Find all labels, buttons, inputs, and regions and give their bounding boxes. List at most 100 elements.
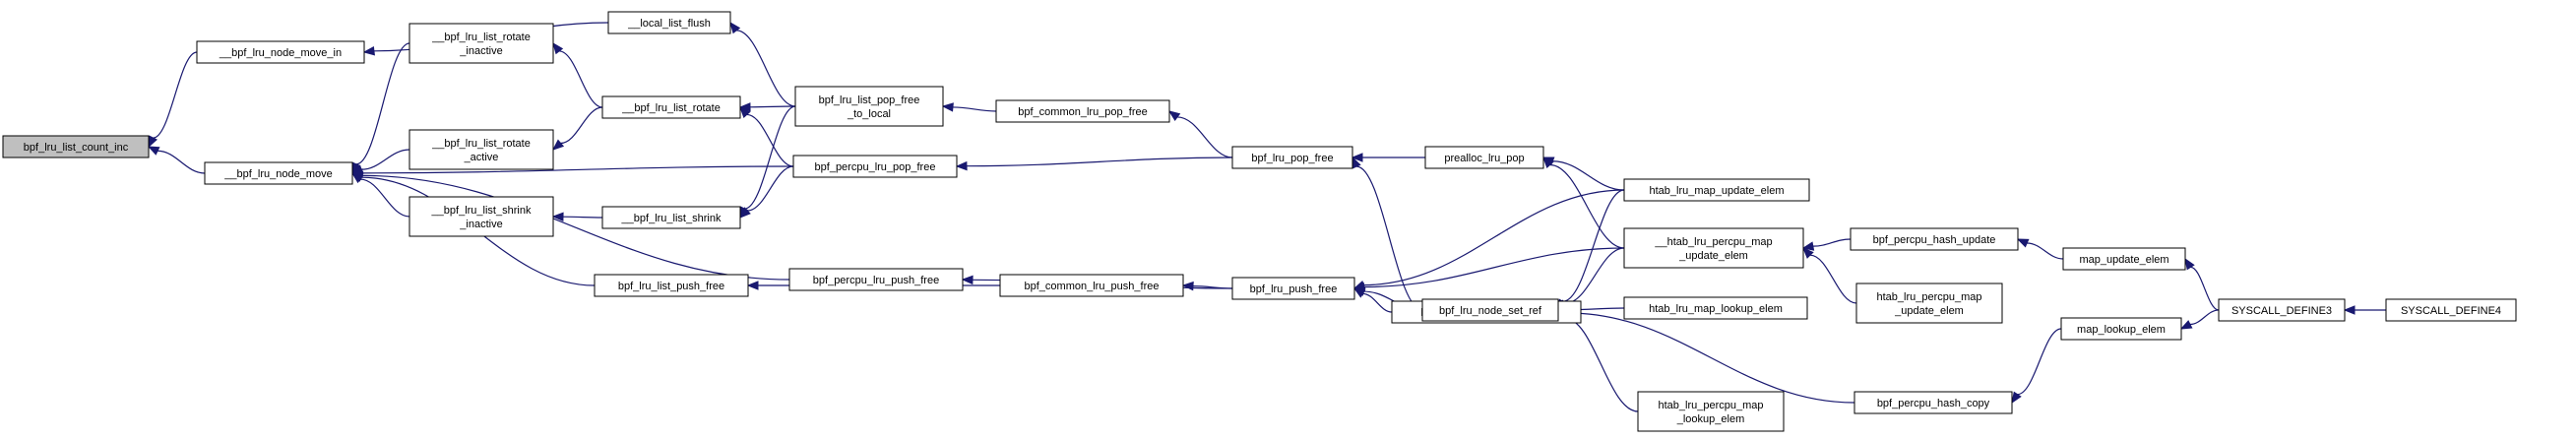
node-box (408, 23, 554, 64)
node-label: bpf_lru_push_free (1250, 283, 1338, 295)
node-rot-inactive[interactable]: __bpf_lru_list_rotate_inactive (408, 23, 554, 64)
node-label: bpf_lru_list_count_inc (24, 142, 129, 154)
node-common-push-free[interactable]: bpf_common_lru_push_free (999, 274, 1184, 297)
node-percpu-push-free[interactable]: bpf_percpu_lru_push_free (788, 268, 964, 291)
node-box (607, 11, 731, 34)
node-box (1231, 277, 1355, 300)
edge-line (747, 165, 794, 212)
node-pop-free-local[interactable]: bpf_lru_list_pop_free_to_local (794, 86, 944, 127)
node-common-pop-free[interactable]: bpf_common_lru_pop_free (995, 99, 1170, 123)
edge-line (2190, 266, 2220, 311)
node-local-flush[interactable]: __local_list_flush (607, 11, 731, 34)
edge-line (1356, 165, 1423, 311)
arrowhead (2016, 238, 2030, 248)
node-label: bpf_common_lru_pop_free (1018, 106, 1147, 118)
node-list-push-free[interactable]: bpf_lru_list_push_free (594, 274, 749, 297)
edge-line (153, 51, 198, 139)
node-label: __local_list_flush (627, 18, 711, 30)
node-box (1637, 391, 1785, 432)
node-rot-active[interactable]: __bpf_lru_list_rotate_active (408, 129, 554, 170)
arrowhead (955, 160, 968, 171)
node-move-in[interactable]: __bpf_lru_node_move_in (196, 40, 365, 64)
node-label: __bpf_lru_node_move_in (219, 47, 342, 59)
edge-percpu_pop_free-to-node_move (350, 165, 794, 178)
node-box (1623, 296, 1808, 320)
edge-list_rotate-to-rot_inactive (552, 41, 603, 108)
edge-line (746, 113, 794, 167)
node-node-move[interactable]: __bpf_lru_node_move (204, 161, 353, 185)
edge-hash_update-to-percpu_update_u (1801, 238, 1852, 251)
node-percpu-pop-free[interactable]: bpf_percpu_lru_pop_free (792, 155, 958, 178)
edge-line (1562, 189, 1625, 302)
arrowhead (1181, 281, 1194, 291)
node-list-rotate[interactable]: __bpf_lru_list_rotate (601, 95, 741, 119)
arrowhead (738, 102, 751, 112)
node-box (995, 99, 1170, 123)
node-label: map_lookup_elem (2077, 324, 2166, 336)
edge-line (1362, 292, 1393, 313)
node-label: _active (464, 152, 499, 163)
node-label: map_update_elem (2079, 254, 2168, 266)
node-label: bpf_percpu_hash_update (1873, 234, 1996, 246)
node-box (1421, 298, 1559, 322)
node-box (408, 129, 554, 170)
node-label: bpf_lru_pop_free (1251, 153, 1333, 164)
edge-line (1363, 189, 1625, 286)
node-box (2062, 247, 2186, 271)
arrowhead (2011, 391, 2022, 405)
node-define3[interactable]: SYSCALL_DEFINE3 (2218, 298, 2346, 322)
node-label: bpf_lru_node_set_ref (1439, 305, 1542, 317)
arrowhead (147, 146, 160, 156)
arrowhead (739, 207, 751, 219)
arrowhead (350, 168, 363, 178)
edge-map_update-to-node_set_ref (1557, 189, 1625, 312)
node-box (1231, 146, 1353, 169)
node-percpu-lookup[interactable]: htab_lru_percpu_map_lookup_elem (1637, 391, 1785, 432)
edge-line (157, 150, 206, 174)
node-box (788, 268, 964, 291)
node-label: _lookup_elem (1676, 413, 1745, 425)
edge-line (562, 216, 603, 219)
node-percpu-update-u[interactable]: __htab_lru_percpu_map_update_elem (1623, 227, 1804, 269)
node-map-lookup-elem[interactable]: map_lookup_elem (2060, 317, 2182, 341)
node-map-update[interactable]: htab_lru_map_update_elem (1623, 178, 1810, 202)
edge-percpu_pop_free-to-list_rotate (739, 105, 794, 167)
node-shrink-inactive[interactable]: __bpf_lru_list_shrink_inactive (408, 196, 554, 237)
node-label: prealloc_lru_pop (1444, 153, 1524, 164)
node-prealloc-pop[interactable]: prealloc_lru_pop (1424, 146, 1544, 169)
node-map-lookup[interactable]: htab_lru_map_lookup_elem (1623, 296, 1808, 320)
node-label: SYSCALL_DEFINE4 (2401, 305, 2501, 317)
edge-percpu_update_u-to-prealloc_pop (1542, 156, 1625, 249)
node-box (594, 274, 749, 297)
node-define4[interactable]: SYSCALL_DEFINE4 (2385, 298, 2517, 322)
node-box (1424, 146, 1544, 169)
node-push-free[interactable]: bpf_lru_push_free (1231, 277, 1355, 300)
node-label: bpf_percpu_lru_pop_free (815, 161, 936, 173)
edge-line (2017, 328, 2062, 396)
node-label: __bpf_lru_list_shrink (431, 205, 532, 217)
edge-define3-to-map_lookup_elem (2179, 309, 2220, 330)
edge-line (558, 50, 603, 108)
node-hash-copy[interactable]: bpf_percpu_hash_copy (1853, 391, 2013, 414)
node-box (601, 95, 741, 119)
node-box (999, 274, 1184, 297)
edge-percpu_update_u-to-push_free (1352, 247, 1625, 292)
edge-pop_free_local-to-local_flush (729, 21, 796, 107)
edge-prealloc_pop-to-pop_free (1351, 153, 1426, 162)
node-pop-free[interactable]: bpf_lru_pop_free (1231, 146, 1353, 169)
node-label: bpf_common_lru_push_free (1025, 281, 1160, 292)
node-hash-update[interactable]: bpf_percpu_hash_update (1850, 227, 2019, 251)
edge-line (966, 157, 1233, 167)
node-map-update-elem[interactable]: map_update_elem (2062, 247, 2186, 271)
node-list-shrink[interactable]: __bpf_lru_list_shrink (601, 206, 741, 229)
edge-line (560, 106, 603, 145)
edge-line (1177, 116, 1233, 158)
edge-line (361, 174, 790, 281)
node-label: __bpf_lru_node_move (223, 168, 332, 180)
edge-line (1549, 163, 1625, 249)
node-percpu-update[interactable]: htab_lru_percpu_map_update_elem (1855, 283, 2003, 324)
node-node-set-ref[interactable]: bpf_lru_node_set_ref (1421, 298, 1559, 322)
node-label: bpf_percpu_hash_copy (1877, 398, 1990, 409)
edge-line (359, 178, 410, 218)
